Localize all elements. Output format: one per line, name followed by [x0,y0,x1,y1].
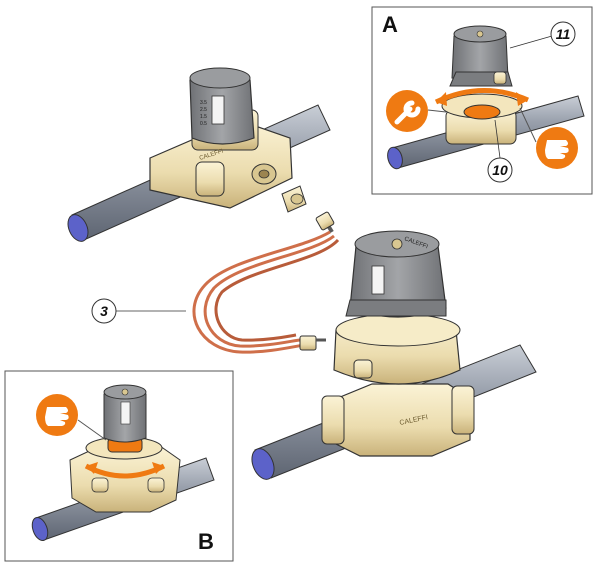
callout-11: 11 [509,21,576,49]
scale-label-2: 2.5 [200,107,207,113]
big-valve-cap: CALEFFI [345,230,447,318]
panel-b-letter: B [198,529,214,554]
top-pipe-end [67,214,89,242]
top-valve-assembly: CALEFFI 3.5 2.5 1.5 0.5 [67,67,331,242]
callout-10: 10 [487,119,513,183]
rotation-arrow-a [434,88,529,106]
rotation-arrow-b [84,462,166,479]
scale-label-4: 0.5 [200,121,207,127]
hand-icon [36,394,107,441]
capillary-tube [192,211,340,354]
callout-10-label: 10 [492,162,508,178]
callout-11-label: 11 [556,26,571,42]
callout-3-label: 3 [100,303,108,319]
big-valve-assembly: CALEFFI CALEFFI [251,230,537,480]
panel-b-content: B [31,384,215,554]
big-pipe-end [251,448,275,480]
scale-label-3: 1.5 [200,114,207,120]
scale-label-1: 3.5 [200,100,207,106]
panel-a-content: A [382,12,585,183]
callout-3: 3 [91,298,186,324]
panel-a-letter: A [382,12,398,37]
wrench-icon [386,90,447,132]
compression-fitting [281,185,307,213]
top-cap-scale: 3.5 2.5 1.5 0.5 [200,100,207,127]
big-valve-body: CALEFFI [321,313,475,457]
hand-icon [519,107,578,169]
top-valve-cap: 3.5 2.5 1.5 0.5 [189,67,255,145]
panel-a-valve [441,25,523,145]
